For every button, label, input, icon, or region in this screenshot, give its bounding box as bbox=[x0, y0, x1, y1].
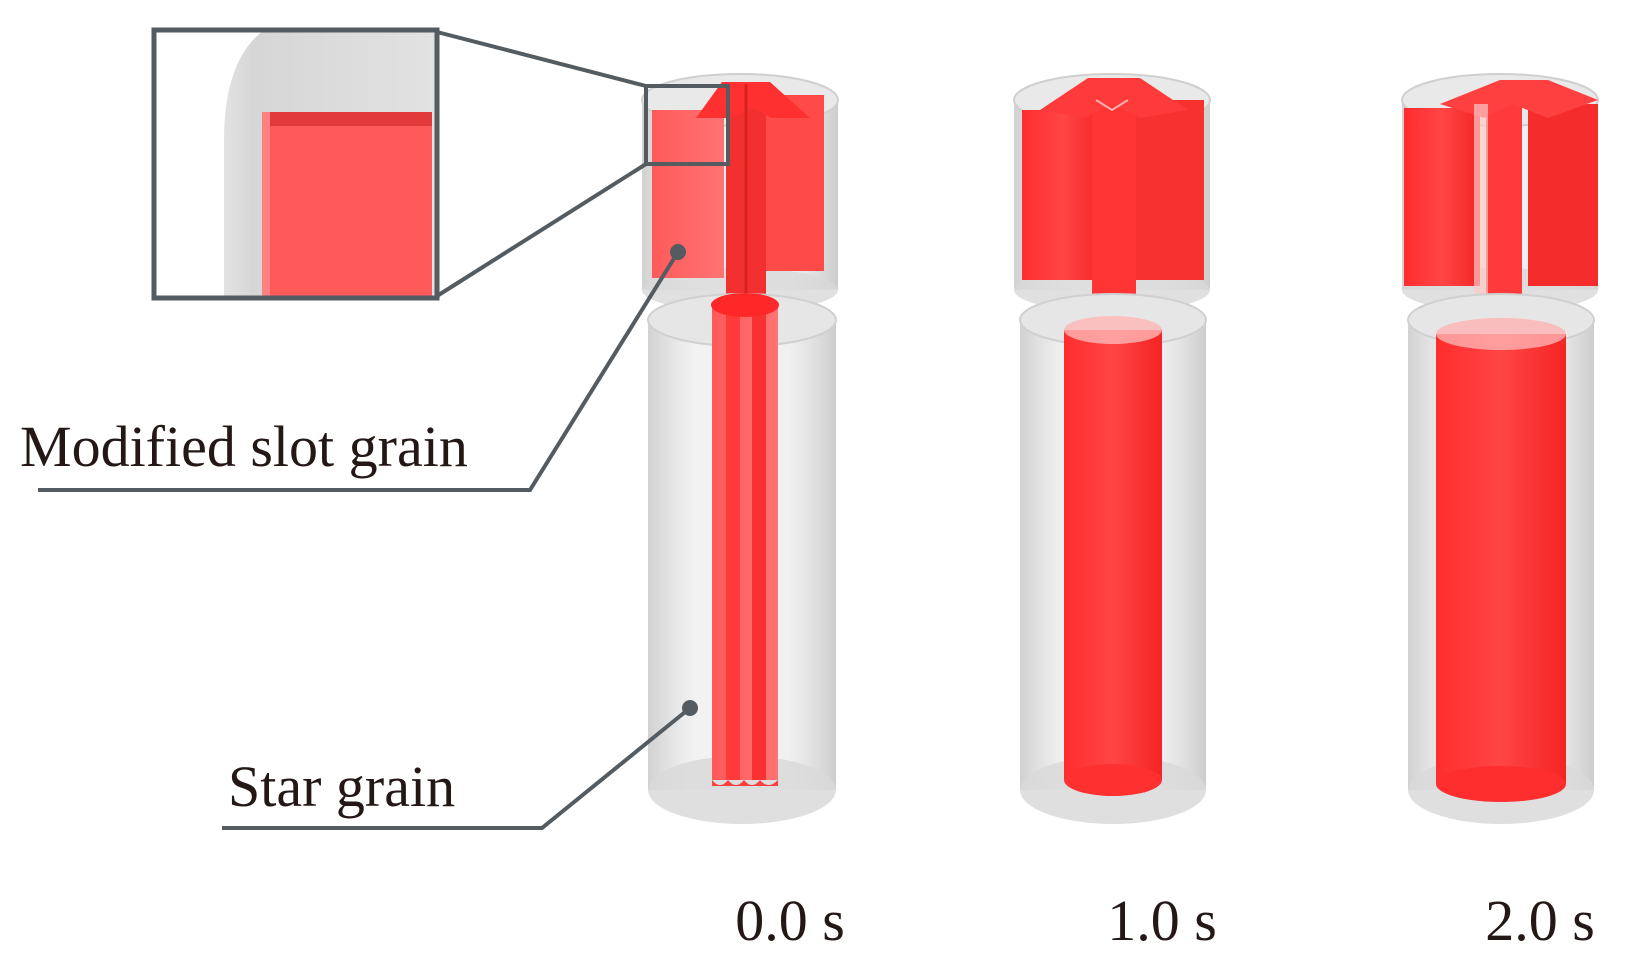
star-grain-label: Star grain bbox=[228, 754, 455, 819]
leader-star bbox=[222, 700, 698, 830]
leader-modified-slot bbox=[38, 244, 686, 492]
star-grain-shape bbox=[711, 293, 779, 786]
zoom-inset bbox=[151, 27, 730, 301]
time-label-2: 2.0 s bbox=[1485, 888, 1595, 953]
modified-slot-grain-shape bbox=[1404, 80, 1598, 318]
grain-assembly-t1 bbox=[1013, 73, 1211, 824]
modified-slot-grain-label: Modified slot grain bbox=[20, 414, 468, 479]
star-grain-shape bbox=[1064, 316, 1162, 796]
modified-slot-grain-shape bbox=[652, 82, 824, 308]
time-label-1: 1.0 s bbox=[1107, 888, 1217, 953]
time-label-0: 0.0 s bbox=[735, 888, 845, 953]
grain-assembly-t0 bbox=[641, 73, 839, 824]
star-grain-shape bbox=[1436, 318, 1566, 802]
grain-assembly-t2 bbox=[1401, 73, 1599, 824]
modified-slot-grain-shape bbox=[1022, 78, 1204, 315]
